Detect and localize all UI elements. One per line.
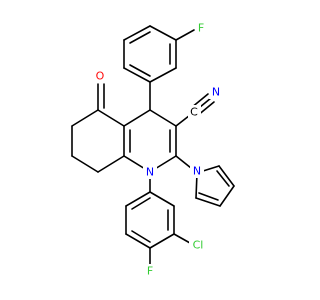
bond	[123, 109, 151, 127]
atom-label-n: N	[193, 165, 201, 178]
bond	[97, 155, 125, 173]
bond	[149, 109, 177, 127]
atom-n-pyrrole: N	[190, 164, 204, 178]
bond	[149, 191, 175, 207]
atom-label-n: N	[212, 86, 220, 99]
bond	[218, 165, 235, 187]
bond	[131, 230, 151, 243]
molecule-structure: O F C N N N Cl	[71, 21, 235, 278]
atom-label-c: C	[190, 106, 198, 119]
bond	[198, 192, 219, 201]
bond	[129, 64, 151, 77]
bonds	[71, 25, 235, 265]
bond	[216, 170, 230, 187]
bond	[71, 109, 99, 127]
bond	[149, 67, 177, 83]
bond	[71, 155, 99, 173]
atom-label-n: N	[146, 166, 154, 179]
bond	[131, 197, 151, 210]
atom-label-f: F	[198, 22, 204, 35]
atom-n-ring: N	[143, 165, 157, 179]
atom-label-cl: Cl	[193, 239, 204, 252]
bond	[175, 155, 192, 169]
atom-label-f: F	[147, 265, 153, 278]
bond	[123, 67, 151, 83]
atom-c-nitrile: C	[188, 105, 201, 119]
bond	[175, 29, 195, 41]
atom-f-top: F	[195, 21, 209, 35]
bond	[173, 233, 191, 244]
atom-n-nitrile: N	[209, 85, 223, 99]
bond	[202, 165, 220, 172]
bond	[123, 25, 151, 41]
bond	[149, 233, 175, 249]
atom-f-bottom: F	[143, 264, 157, 278]
bond	[125, 233, 151, 249]
bond	[149, 25, 177, 41]
atom-cl: Cl	[189, 238, 207, 252]
atom-label-o: O	[96, 70, 105, 83]
molecule-canvas: O F C N N N Cl	[71, 21, 235, 278]
atom-o-ketone: O	[94, 69, 108, 83]
bond	[129, 31, 151, 44]
bond	[125, 191, 151, 207]
bond	[219, 185, 235, 207]
bond	[195, 197, 221, 207]
atom-labels: O F C N N N Cl	[94, 21, 223, 278]
bond	[97, 109, 125, 127]
